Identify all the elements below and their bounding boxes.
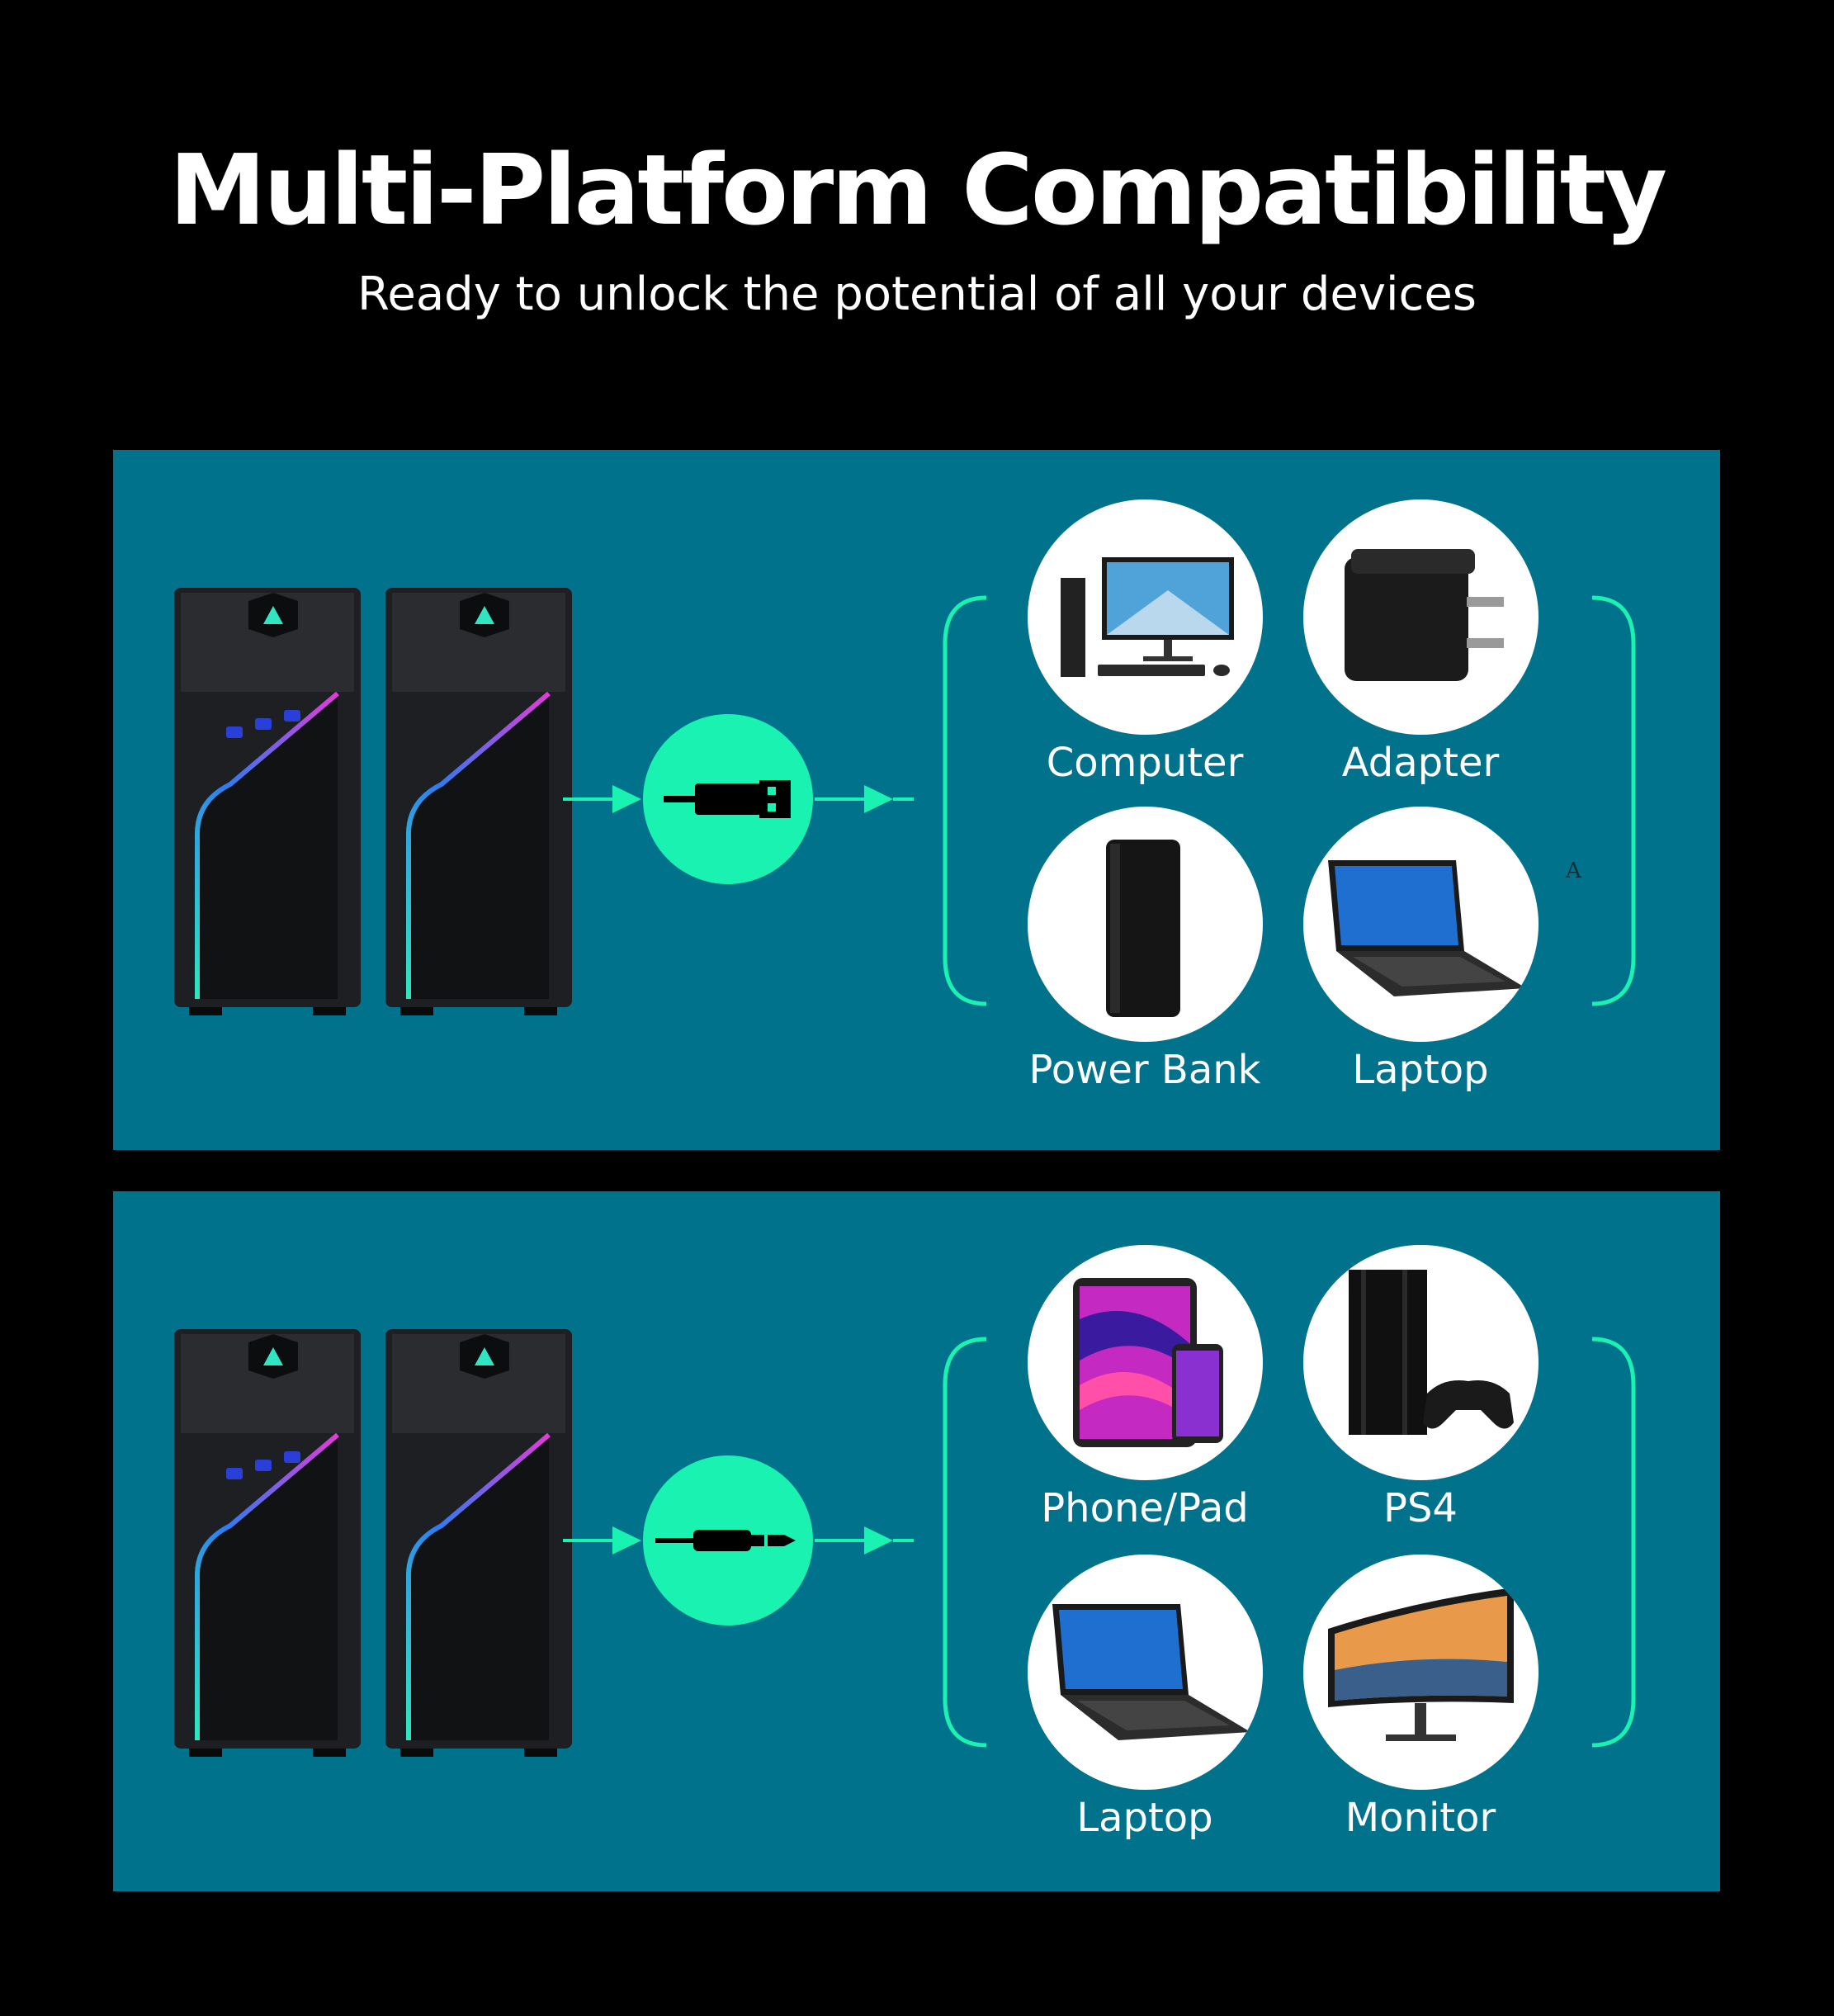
usb-compatibility-panel: Computer Adapter Power Bank: [113, 450, 1720, 1150]
usb-plug-icon: [664, 780, 791, 818]
device-label: Monitor: [1345, 1795, 1496, 1841]
desktop-computer-icon: [1060, 557, 1234, 677]
device-computer: Computer: [1004, 499, 1285, 788]
aux-compatibility-panel: Phone/Pad PS4 Laptop: [113, 1191, 1720, 1891]
bracket-right: [1591, 1337, 1636, 1748]
device-label: PS4: [1383, 1485, 1458, 1531]
device-phone-pad: Phone/Pad: [1004, 1245, 1285, 1533]
speaker-left-image: [174, 1329, 361, 1757]
device-power-bank: Power Bank: [1004, 807, 1285, 1095]
page-title: Multi-Platform Compatibility: [168, 133, 1667, 247]
device-adapter: Adapter: [1280, 499, 1561, 788]
device-label: Adapter: [1341, 740, 1500, 786]
device-label: Phone/Pad: [1041, 1485, 1249, 1531]
phone-tablet-icon: [1072, 1278, 1223, 1447]
bracket-left: [943, 1337, 987, 1748]
device-label: Computer: [1046, 740, 1244, 786]
laptop-icon: [1327, 860, 1526, 996]
device-ps4: PS4: [1280, 1245, 1561, 1533]
speaker-left-image: [174, 588, 361, 1015]
device-label: Power Bank: [1028, 1047, 1261, 1093]
speaker-right-image: [385, 1329, 572, 1757]
device-laptop: Laptop: [1004, 1555, 1285, 1843]
stray-mark: A: [1566, 859, 1581, 883]
power-bank-icon: [1105, 840, 1180, 1017]
speaker-right-image: [385, 588, 572, 1015]
device-label: Laptop: [1352, 1047, 1489, 1093]
device-label: Laptop: [1076, 1795, 1213, 1841]
aux-connector-graphic: [563, 1455, 914, 1626]
laptop-icon: [1052, 1604, 1250, 1740]
game-console-icon: [1348, 1270, 1514, 1435]
device-laptop: Laptop: [1280, 807, 1561, 1095]
bracket-right: [1591, 595, 1636, 1006]
monitor-icon: [1327, 1588, 1514, 1741]
device-monitor: Monitor: [1280, 1555, 1561, 1843]
bracket-left: [943, 595, 987, 1006]
page-subtitle: Ready to unlock the potential of all you…: [357, 267, 1477, 321]
usb-connector-graphic: [563, 714, 914, 884]
power-adapter-icon: [1344, 549, 1504, 681]
aux-jack-icon: [655, 1530, 796, 1551]
